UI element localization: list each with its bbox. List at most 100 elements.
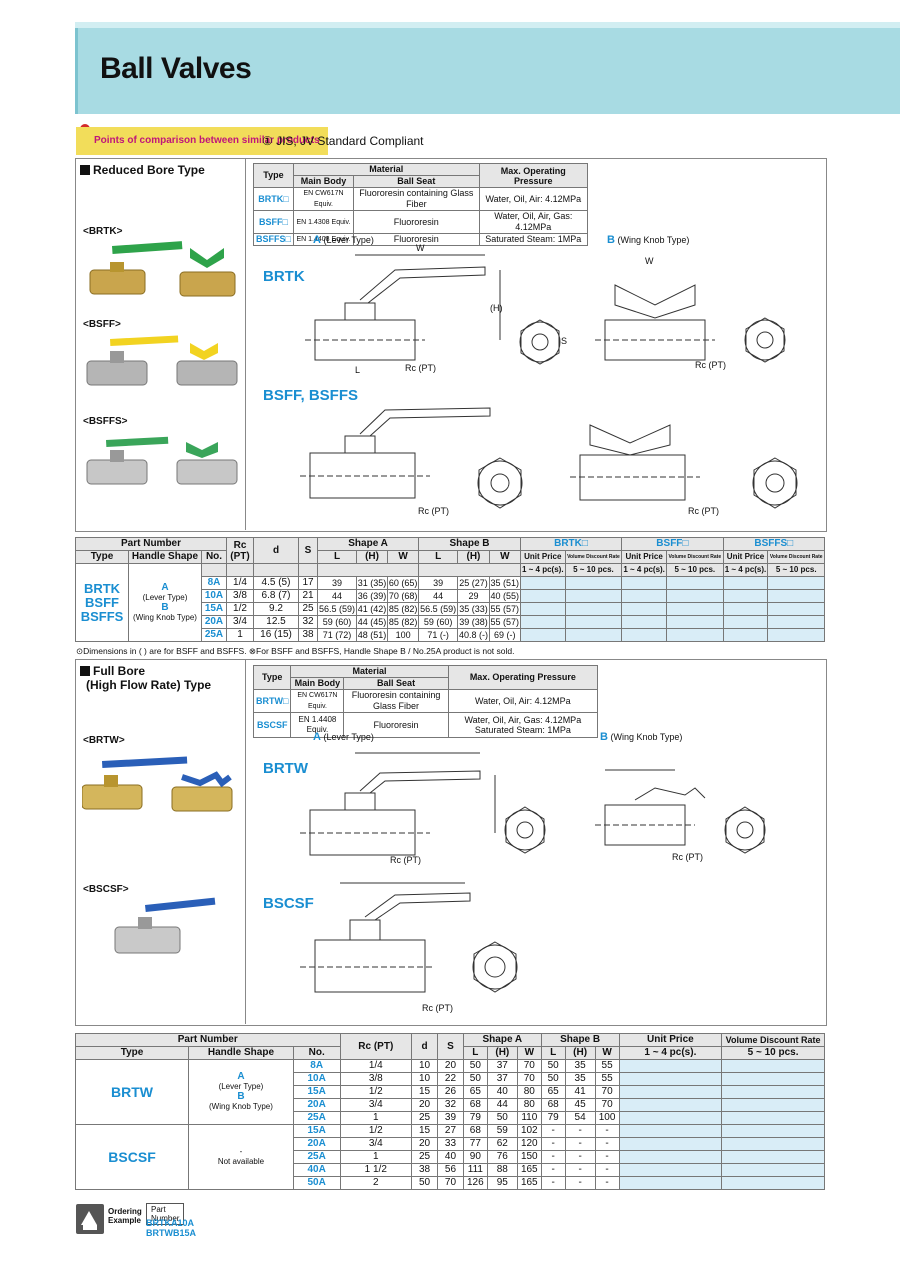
ordering-part-header: Part Number xyxy=(146,1203,185,1225)
t1-price-cell[interactable] xyxy=(722,615,769,629)
t2-price-cell[interactable] xyxy=(618,1124,723,1138)
t2-price-cell[interactable] xyxy=(721,1176,825,1190)
t2-cell: 165 xyxy=(516,1176,542,1190)
t1-price-cell[interactable] xyxy=(519,628,566,642)
t2-cell: - xyxy=(564,1163,596,1177)
t1-price-cell[interactable] xyxy=(519,602,566,616)
t1-price-cell[interactable] xyxy=(666,615,724,629)
t1-price-cell[interactable] xyxy=(767,615,825,629)
t1-cell: 59 (60) xyxy=(317,615,357,629)
t2-price-cell[interactable] xyxy=(721,1150,825,1164)
t2-price-cell[interactable] xyxy=(618,1059,723,1073)
comparison-tag[interactable]: Points of comparison between similar pro… xyxy=(76,127,328,155)
t1-price-cell[interactable] xyxy=(666,589,724,603)
t2-cell: 35 xyxy=(564,1059,596,1073)
t2-cell: 10 xyxy=(411,1059,438,1073)
bsff-lever-drawing xyxy=(300,407,523,509)
t2-cell: - xyxy=(594,1150,620,1164)
brtk-photo xyxy=(82,240,242,310)
bscsf-valve-image xyxy=(114,897,216,954)
t1-price-cell[interactable] xyxy=(767,576,825,590)
mat2-th-material: Material xyxy=(290,665,449,678)
t2-price-cell[interactable] xyxy=(618,1150,723,1164)
mat-seat: Fluororesin xyxy=(353,233,480,246)
t1-handle-a-txt: (Lever Type) xyxy=(142,592,188,602)
t1-price-cell[interactable] xyxy=(722,576,769,590)
t2-cell: 35 xyxy=(564,1072,596,1086)
t1-cell: 85 (82) xyxy=(387,615,420,629)
t1-cell: 3/8 xyxy=(226,589,254,603)
t2-cell: 41 xyxy=(564,1085,596,1099)
t1-price-cell[interactable] xyxy=(722,602,769,616)
dim-rc-d: Rc (PT) xyxy=(688,506,719,516)
t2-price-cell[interactable] xyxy=(618,1098,723,1112)
t1-th-d: d xyxy=(253,537,299,564)
t1-price-cell[interactable] xyxy=(767,628,825,642)
t2-price-cell[interactable] xyxy=(721,1163,825,1177)
t1-q1: 1 ~ 4 pc(s). xyxy=(519,563,566,577)
t1-price-cell[interactable] xyxy=(767,589,825,603)
t1-price-cell[interactable] xyxy=(564,576,623,590)
t2-cell: 68 xyxy=(540,1098,566,1112)
t2-cell: 70 xyxy=(516,1072,542,1086)
t2-price-cell[interactable] xyxy=(721,1124,825,1138)
t2-cell: - xyxy=(594,1163,620,1177)
t1-price-cell[interactable] xyxy=(519,589,566,603)
t1-price-cell[interactable] xyxy=(519,576,566,590)
t1-cell: 35 (33) xyxy=(457,602,490,616)
t1-price-cell[interactable] xyxy=(666,602,724,616)
t1-price-cell[interactable] xyxy=(519,615,566,629)
t2-price-cell[interactable] xyxy=(618,1137,723,1151)
photo-label-brtw: <BRTW> xyxy=(83,735,125,746)
mat2-type: BSCSF xyxy=(252,712,292,738)
t2-price-cell[interactable] xyxy=(618,1163,723,1177)
t1-price-cell[interactable] xyxy=(621,628,668,642)
t2-cell: 40 xyxy=(486,1085,518,1099)
t1-price-cell[interactable] xyxy=(722,589,769,603)
t2-price-cell[interactable] xyxy=(618,1111,723,1125)
t2-price-cell[interactable] xyxy=(721,1085,825,1099)
t1-price-cell[interactable] xyxy=(621,589,668,603)
mat-pressure: Water, Oil, Air: 4.12MPa xyxy=(478,187,589,211)
t1-th-h: (H) xyxy=(355,550,389,564)
t1-price-cell[interactable] xyxy=(564,628,623,642)
t2-th-l2: L xyxy=(540,1046,566,1060)
t2-price-cell[interactable] xyxy=(721,1137,825,1151)
t1-no: 20A xyxy=(201,615,227,629)
t1-th-rc: Rc (PT) xyxy=(226,537,254,564)
t1-price-cell[interactable] xyxy=(564,615,623,629)
t2-price-cell[interactable] xyxy=(618,1085,723,1099)
t1-price-cell[interactable] xyxy=(722,628,769,642)
t2-price-cell[interactable] xyxy=(618,1176,723,1190)
t2-cell: - xyxy=(540,1176,566,1190)
t1-th-shape-b: Shape B xyxy=(418,537,521,551)
t1-price-cell[interactable] xyxy=(621,615,668,629)
t2-cell: 62 xyxy=(486,1137,518,1151)
bsff-photo xyxy=(82,333,242,393)
t1-price-cell[interactable] xyxy=(666,576,724,590)
t2-price-cell[interactable] xyxy=(721,1098,825,1112)
photo-label-bscsf: <BSCSF> xyxy=(83,884,129,895)
t1-cell: 39 xyxy=(418,576,459,590)
t2-cell: 1/4 xyxy=(339,1059,413,1073)
t2-price-cell[interactable] xyxy=(618,1072,723,1086)
t1-cell: 39 xyxy=(317,576,357,590)
t2-price-cell[interactable] xyxy=(721,1072,825,1086)
t1-price-cell[interactable] xyxy=(621,602,668,616)
t1-price-cell[interactable] xyxy=(767,602,825,616)
ordering-example-2: BRTWB15A xyxy=(146,1228,197,1238)
t2-cell: 79 xyxy=(540,1111,566,1125)
t1-price-cell[interactable] xyxy=(621,576,668,590)
t1-cell: 44 (45) xyxy=(355,615,389,629)
t1-price-cell[interactable] xyxy=(564,589,623,603)
t1-price-cell[interactable] xyxy=(564,602,623,616)
t1-price-cell[interactable] xyxy=(666,628,724,642)
t2-price-cell[interactable] xyxy=(721,1059,825,1073)
shape-a-text: (Lever Type) xyxy=(323,235,374,245)
t2-price-cell[interactable] xyxy=(721,1111,825,1125)
t2-cell: 22 xyxy=(437,1072,464,1086)
mat-seat: Fluororesin xyxy=(353,210,480,234)
